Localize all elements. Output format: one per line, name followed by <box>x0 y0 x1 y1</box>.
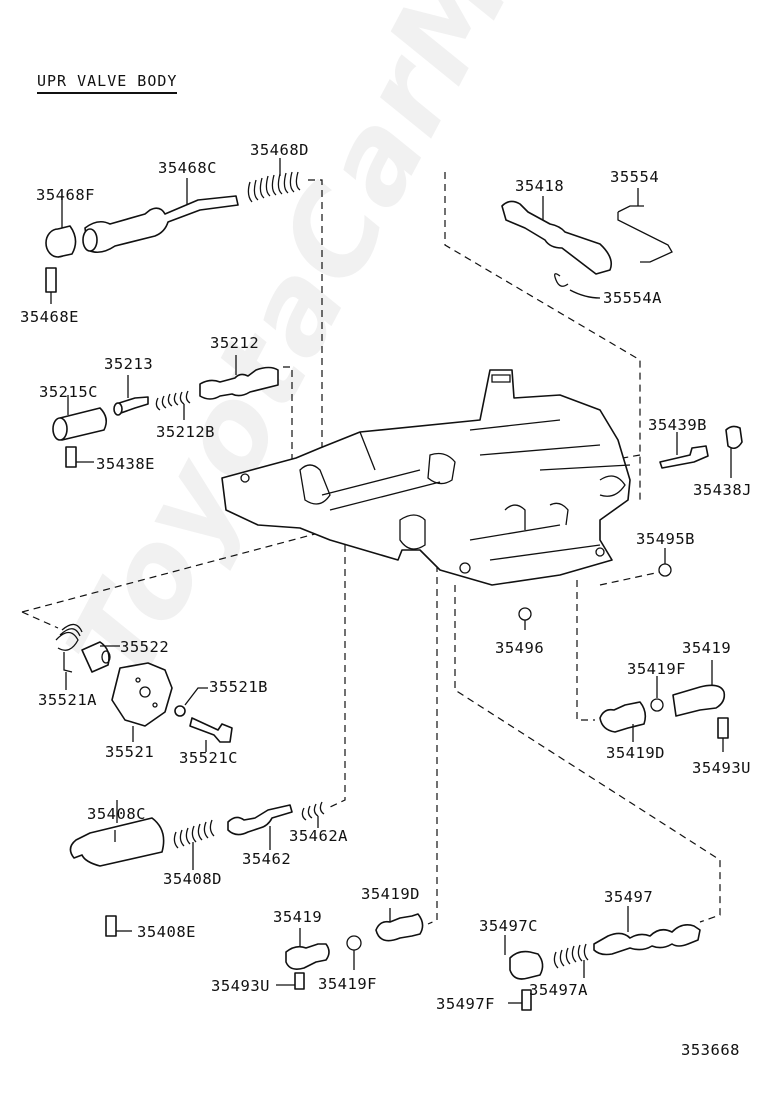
label-35418[interactable]: 35418 <box>515 177 565 195</box>
label-35493U-bottom[interactable]: 35493U <box>211 977 270 995</box>
part-35496-o-ring <box>518 607 532 630</box>
part-35521B-washer <box>174 687 208 717</box>
part-35554A-e-ring <box>554 273 601 299</box>
part-35439B-bolt <box>659 432 709 469</box>
label-35212B[interactable]: 35212B <box>156 423 215 441</box>
part-35497A-spring <box>553 943 589 978</box>
label-35212[interactable]: 35212 <box>210 334 260 352</box>
diagram-title: UPR VALVE BODY <box>37 72 178 94</box>
label-35497A[interactable]: 35497A <box>529 981 588 999</box>
part-35468C-valve <box>82 178 239 254</box>
label-35468F[interactable]: 35468F <box>36 186 95 204</box>
label-35419-bottom[interactable]: 35419 <box>273 908 323 926</box>
label-35521B[interactable]: 35521B <box>209 678 268 696</box>
label-35408D[interactable]: 35408D <box>163 870 222 888</box>
label-35419D-bottom[interactable]: 35419D <box>361 885 420 903</box>
part-35212B-spring <box>155 390 191 420</box>
part-35462-valve <box>227 804 293 850</box>
label-35462[interactable]: 35462 <box>242 850 292 868</box>
part-35419-plug-bottom <box>285 928 330 970</box>
label-35419D-right[interactable]: 35419D <box>606 744 665 762</box>
label-35419F-right[interactable]: 35419F <box>627 660 686 678</box>
label-35554A[interactable]: 35554A <box>603 289 662 307</box>
part-35521-detent-plate <box>111 662 173 742</box>
part-35493U-key-bottom <box>276 972 305 990</box>
part-35521A-spring <box>55 623 83 690</box>
label-35495B[interactable]: 35495B <box>636 530 695 548</box>
label-35438E[interactable]: 35438E <box>96 455 155 473</box>
label-35439B[interactable]: 35439B <box>648 416 707 434</box>
part-35418-valve <box>501 196 613 275</box>
label-35462A[interactable]: 35462A <box>289 827 348 845</box>
label-35521[interactable]: 35521 <box>105 743 155 761</box>
part-35419-plug-right <box>672 660 726 717</box>
label-35468E[interactable]: 35468E <box>20 308 79 326</box>
part-35521C-bolt <box>189 717 233 752</box>
label-35408C[interactable]: 35408C <box>87 805 146 823</box>
label-35408E[interactable]: 35408E <box>137 923 196 941</box>
part-35408D-spring <box>173 819 215 870</box>
label-35215C[interactable]: 35215C <box>39 383 98 401</box>
part-35497-valve <box>593 906 701 956</box>
label-35468D[interactable]: 35468D <box>250 141 309 159</box>
diagram-id: 353668 <box>681 1041 740 1059</box>
label-35419F-bottom[interactable]: 35419F <box>318 975 377 993</box>
part-35438E-key <box>65 446 94 468</box>
part-35497F-key <box>508 989 532 1011</box>
upper-valve-body-housing <box>221 369 631 586</box>
label-35493U-right[interactable]: 35493U <box>692 759 751 777</box>
part-35468E-key <box>45 267 57 304</box>
part-35468F-plug <box>45 196 77 258</box>
part-35468D-spring <box>247 158 301 203</box>
label-35438J[interactable]: 35438J <box>693 481 752 499</box>
label-35496[interactable]: 35496 <box>495 639 545 657</box>
part-35419F-o-ring-bottom <box>346 935 362 970</box>
part-35212-valve <box>199 355 279 400</box>
part-35495B-o-ring <box>658 548 672 577</box>
label-35497F[interactable]: 35497F <box>436 995 495 1013</box>
label-35419-right[interactable]: 35419 <box>682 639 732 657</box>
part-35408E-key <box>105 915 132 937</box>
label-35554[interactable]: 35554 <box>610 168 660 186</box>
assembly-dashed-lines <box>21 172 721 925</box>
part-35419F-o-ring-right <box>650 676 664 712</box>
part-35419D-plug-right <box>599 701 647 742</box>
part-35419D-plug-bottom <box>375 908 424 942</box>
part-35408C-sleeve <box>69 800 165 867</box>
part-35213-plunger <box>113 375 149 416</box>
label-35521A[interactable]: 35521A <box>38 691 97 709</box>
part-35462A-spring <box>301 801 325 828</box>
part-35438J-clip <box>725 425 743 478</box>
part-35215C-sleeve <box>52 395 108 441</box>
label-35213[interactable]: 35213 <box>104 355 154 373</box>
label-35497[interactable]: 35497 <box>604 888 654 906</box>
part-35493U-key-right <box>717 717 729 752</box>
part-35522-collar <box>81 641 120 673</box>
label-35468C[interactable]: 35468C <box>158 159 217 177</box>
part-35497C-plug <box>504 935 544 980</box>
label-35497C[interactable]: 35497C <box>479 917 538 935</box>
label-35521C[interactable]: 35521C <box>179 749 238 767</box>
part-35554-lever <box>617 188 673 263</box>
label-35522[interactable]: 35522 <box>120 638 170 656</box>
